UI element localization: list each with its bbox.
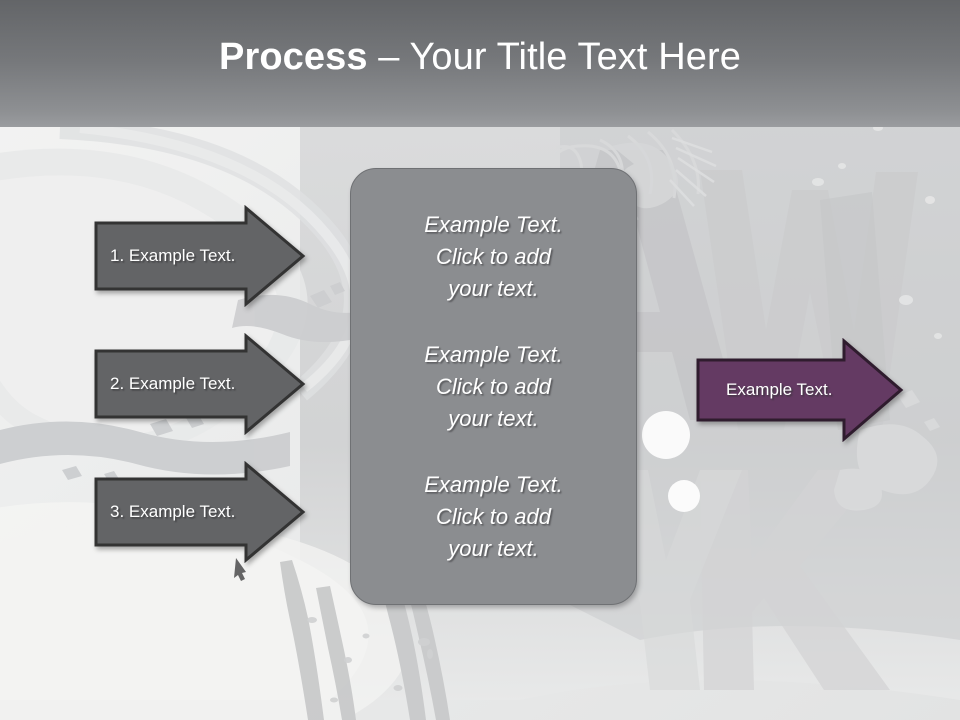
title-band [0,0,960,127]
center-text-panel[interactable]: Example Text. Click to add your text. Ex… [350,168,637,605]
page-title-strong: Process [219,36,368,78]
page-title: Process – Your Title Text Here [0,0,960,127]
panel-text-block-3-line1: Example Text. [424,471,563,497]
panel-text-block-1: Example Text. Click to add your text. [351,209,636,305]
panel-text-block-1-line1: Example Text. [424,211,563,237]
arrow-shape-icon [94,205,306,307]
result-arrow-label: Example Text. [726,380,833,399]
panel-text-block-3: Example Text. Click to add your text. [351,469,636,565]
step-arrow-3[interactable]: 3. Example Text. [94,461,306,563]
step-arrow-1[interactable]: 1. Example Text. [94,205,306,307]
page-title-rest: – Your Title Text Here [367,36,741,78]
panel-text-block-3-line2: Click to add [436,503,551,529]
arrow-shape-icon [696,338,904,442]
step-arrow-1-label: 1. Example Text. [110,246,236,265]
decor-circle-large [642,411,690,459]
decor-circle-small [668,480,700,512]
panel-text-block-1-line3: your text. [448,275,539,301]
panel-text-block-2: Example Text. Click to add your text. [351,339,636,435]
panel-text-block-3-line3: your text. [448,535,539,561]
step-arrow-3-label: 3. Example Text. [110,502,236,521]
panel-text-block-2-line3: your text. [448,405,539,431]
step-arrow-2[interactable]: 2. Example Text. [94,333,306,435]
result-arrow[interactable]: Example Text. [696,338,904,442]
arrow-shape-icon [94,461,306,563]
panel-text-block-1-line2: Click to add [436,243,551,269]
step-arrow-2-label: 2. Example Text. [110,374,236,393]
panel-text-block-2-line2: Click to add [436,373,551,399]
arrow-shape-icon [94,333,306,435]
panel-text-block-2-line1: Example Text. [424,341,563,367]
